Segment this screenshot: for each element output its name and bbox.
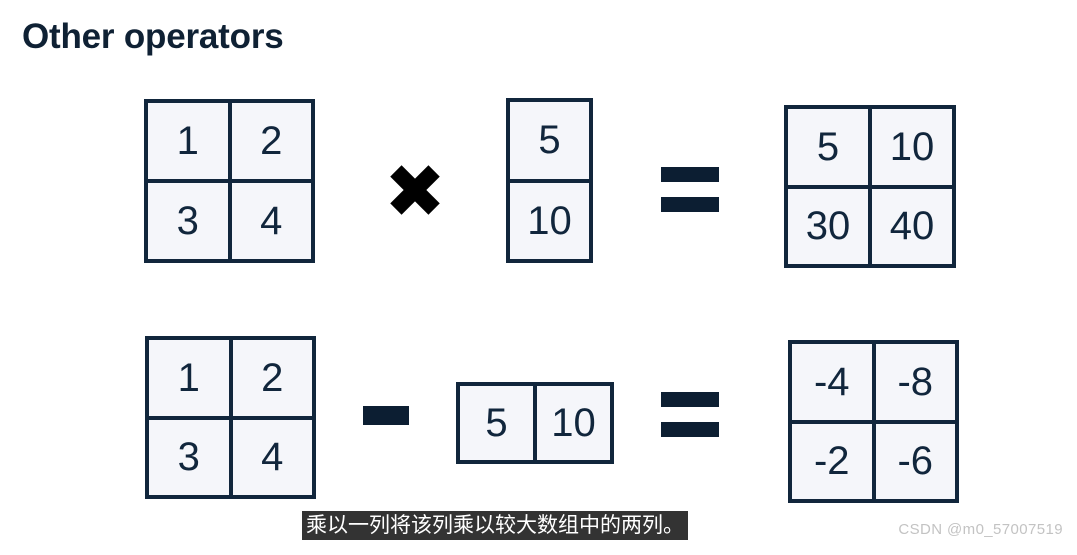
equals-icon-stroke	[661, 422, 719, 437]
matrix-cell: 4	[231, 183, 311, 259]
matrix-cell: 3	[148, 183, 228, 259]
watermark: CSDN @m0_57007519	[898, 521, 1063, 538]
matrix-cell: -8	[875, 344, 955, 420]
equals-icon-stroke	[661, 167, 719, 182]
equals-icon	[661, 167, 719, 212]
matrix-cell: 10	[510, 182, 589, 259]
matrix-cell: 5	[788, 109, 868, 185]
matrix-cell: 10	[872, 109, 952, 185]
matrix-cell: 1	[149, 340, 229, 416]
matrix-cell: -6	[875, 423, 955, 499]
caption-subtitle: 乘以一列将该列乘以较大数组中的两列。	[302, 511, 688, 540]
matrix-cell: 2	[231, 103, 311, 179]
matrix-cell: 2	[232, 340, 312, 416]
equals-icon-stroke	[661, 392, 719, 407]
page-title: Other operators	[22, 17, 284, 56]
matrix-cell: 30	[788, 188, 868, 264]
matrix-cell: 3	[149, 419, 229, 495]
matrix-cell: 10	[537, 386, 610, 460]
matrix-cell: 5	[460, 386, 533, 460]
matrix-cell: -4	[792, 344, 872, 420]
matrix-cell: 4	[232, 419, 312, 495]
matrix-row2-operand-a: 1 2 3 4	[145, 336, 316, 499]
matrix-cell: 40	[872, 188, 952, 264]
equals-icon	[661, 392, 719, 437]
matrix-row2-operand-b: 5 10	[456, 382, 614, 464]
matrix-cell: -2	[792, 423, 872, 499]
multiply-icon	[388, 163, 442, 217]
matrix-row1-operand-a: 1 2 3 4	[144, 99, 315, 263]
matrix-cell: 1	[148, 103, 228, 179]
matrix-cell: 5	[510, 102, 589, 179]
minus-icon	[363, 406, 409, 425]
matrix-row1-result: 5 10 30 40	[784, 105, 956, 268]
equals-icon-stroke	[661, 197, 719, 212]
matrix-row1-operand-b: 5 10	[506, 98, 593, 263]
matrix-row2-result: -4 -8 -2 -6	[788, 340, 959, 503]
